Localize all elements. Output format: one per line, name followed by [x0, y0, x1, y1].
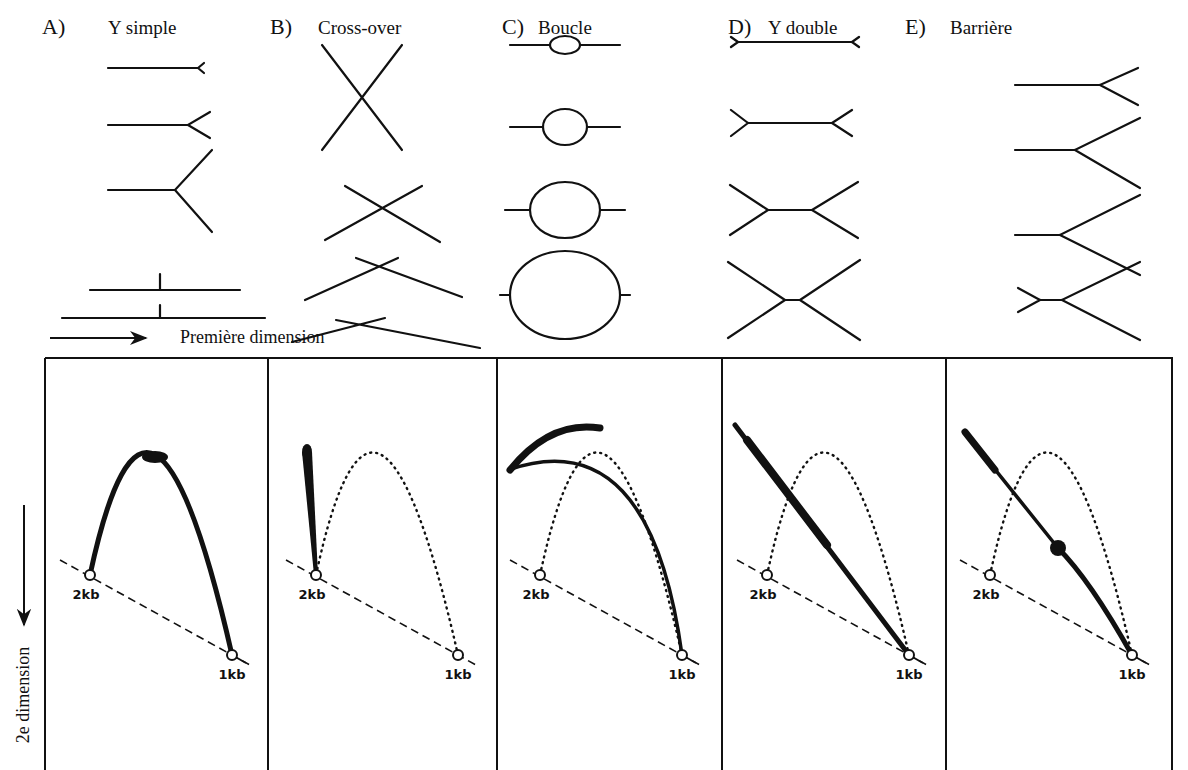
panel-title: Cross-over [318, 18, 401, 39]
size-marker: 1kb [217, 668, 248, 682]
gel-pattern-barriere [960, 432, 1150, 665]
size-marker: 1kb [894, 668, 925, 682]
panel-title: Y simple [108, 18, 176, 39]
size-marker: 2kb [71, 588, 102, 602]
gel-pattern-y-double [735, 425, 927, 665]
panel-letter: E) [905, 15, 926, 39]
second-dimension-arrow [23, 505, 25, 625]
size-marker: 2kb [971, 588, 1002, 602]
size-marker: 1kb [667, 668, 698, 682]
panel-letter: D) [728, 15, 751, 39]
size-marker: 2kb [297, 588, 328, 602]
size-marker: 1kb [1117, 668, 1148, 682]
panel-title: Barrière [950, 18, 1012, 39]
gel-pattern-boucle [508, 427, 700, 665]
axis-label: 2e dimension [14, 647, 34, 744]
size-marker: 2kb [521, 588, 552, 602]
gel-pattern-y-simple [60, 451, 250, 665]
size-marker: 2kb [748, 588, 779, 602]
panel-letter: C) [502, 15, 524, 39]
molecule-sketches [62, 36, 1140, 348]
panel-letter: B) [270, 15, 292, 39]
axis-label: Première dimension [180, 328, 324, 348]
gel-panels [45, 358, 1172, 770]
gel-pattern-cross-over [286, 444, 476, 665]
panel-title: Y double [768, 18, 837, 39]
panel-title: Boucle [538, 18, 592, 39]
first-dimension-arrow [50, 337, 146, 339]
panel-letter: A) [42, 15, 65, 39]
size-marker: 1kb [443, 668, 474, 682]
